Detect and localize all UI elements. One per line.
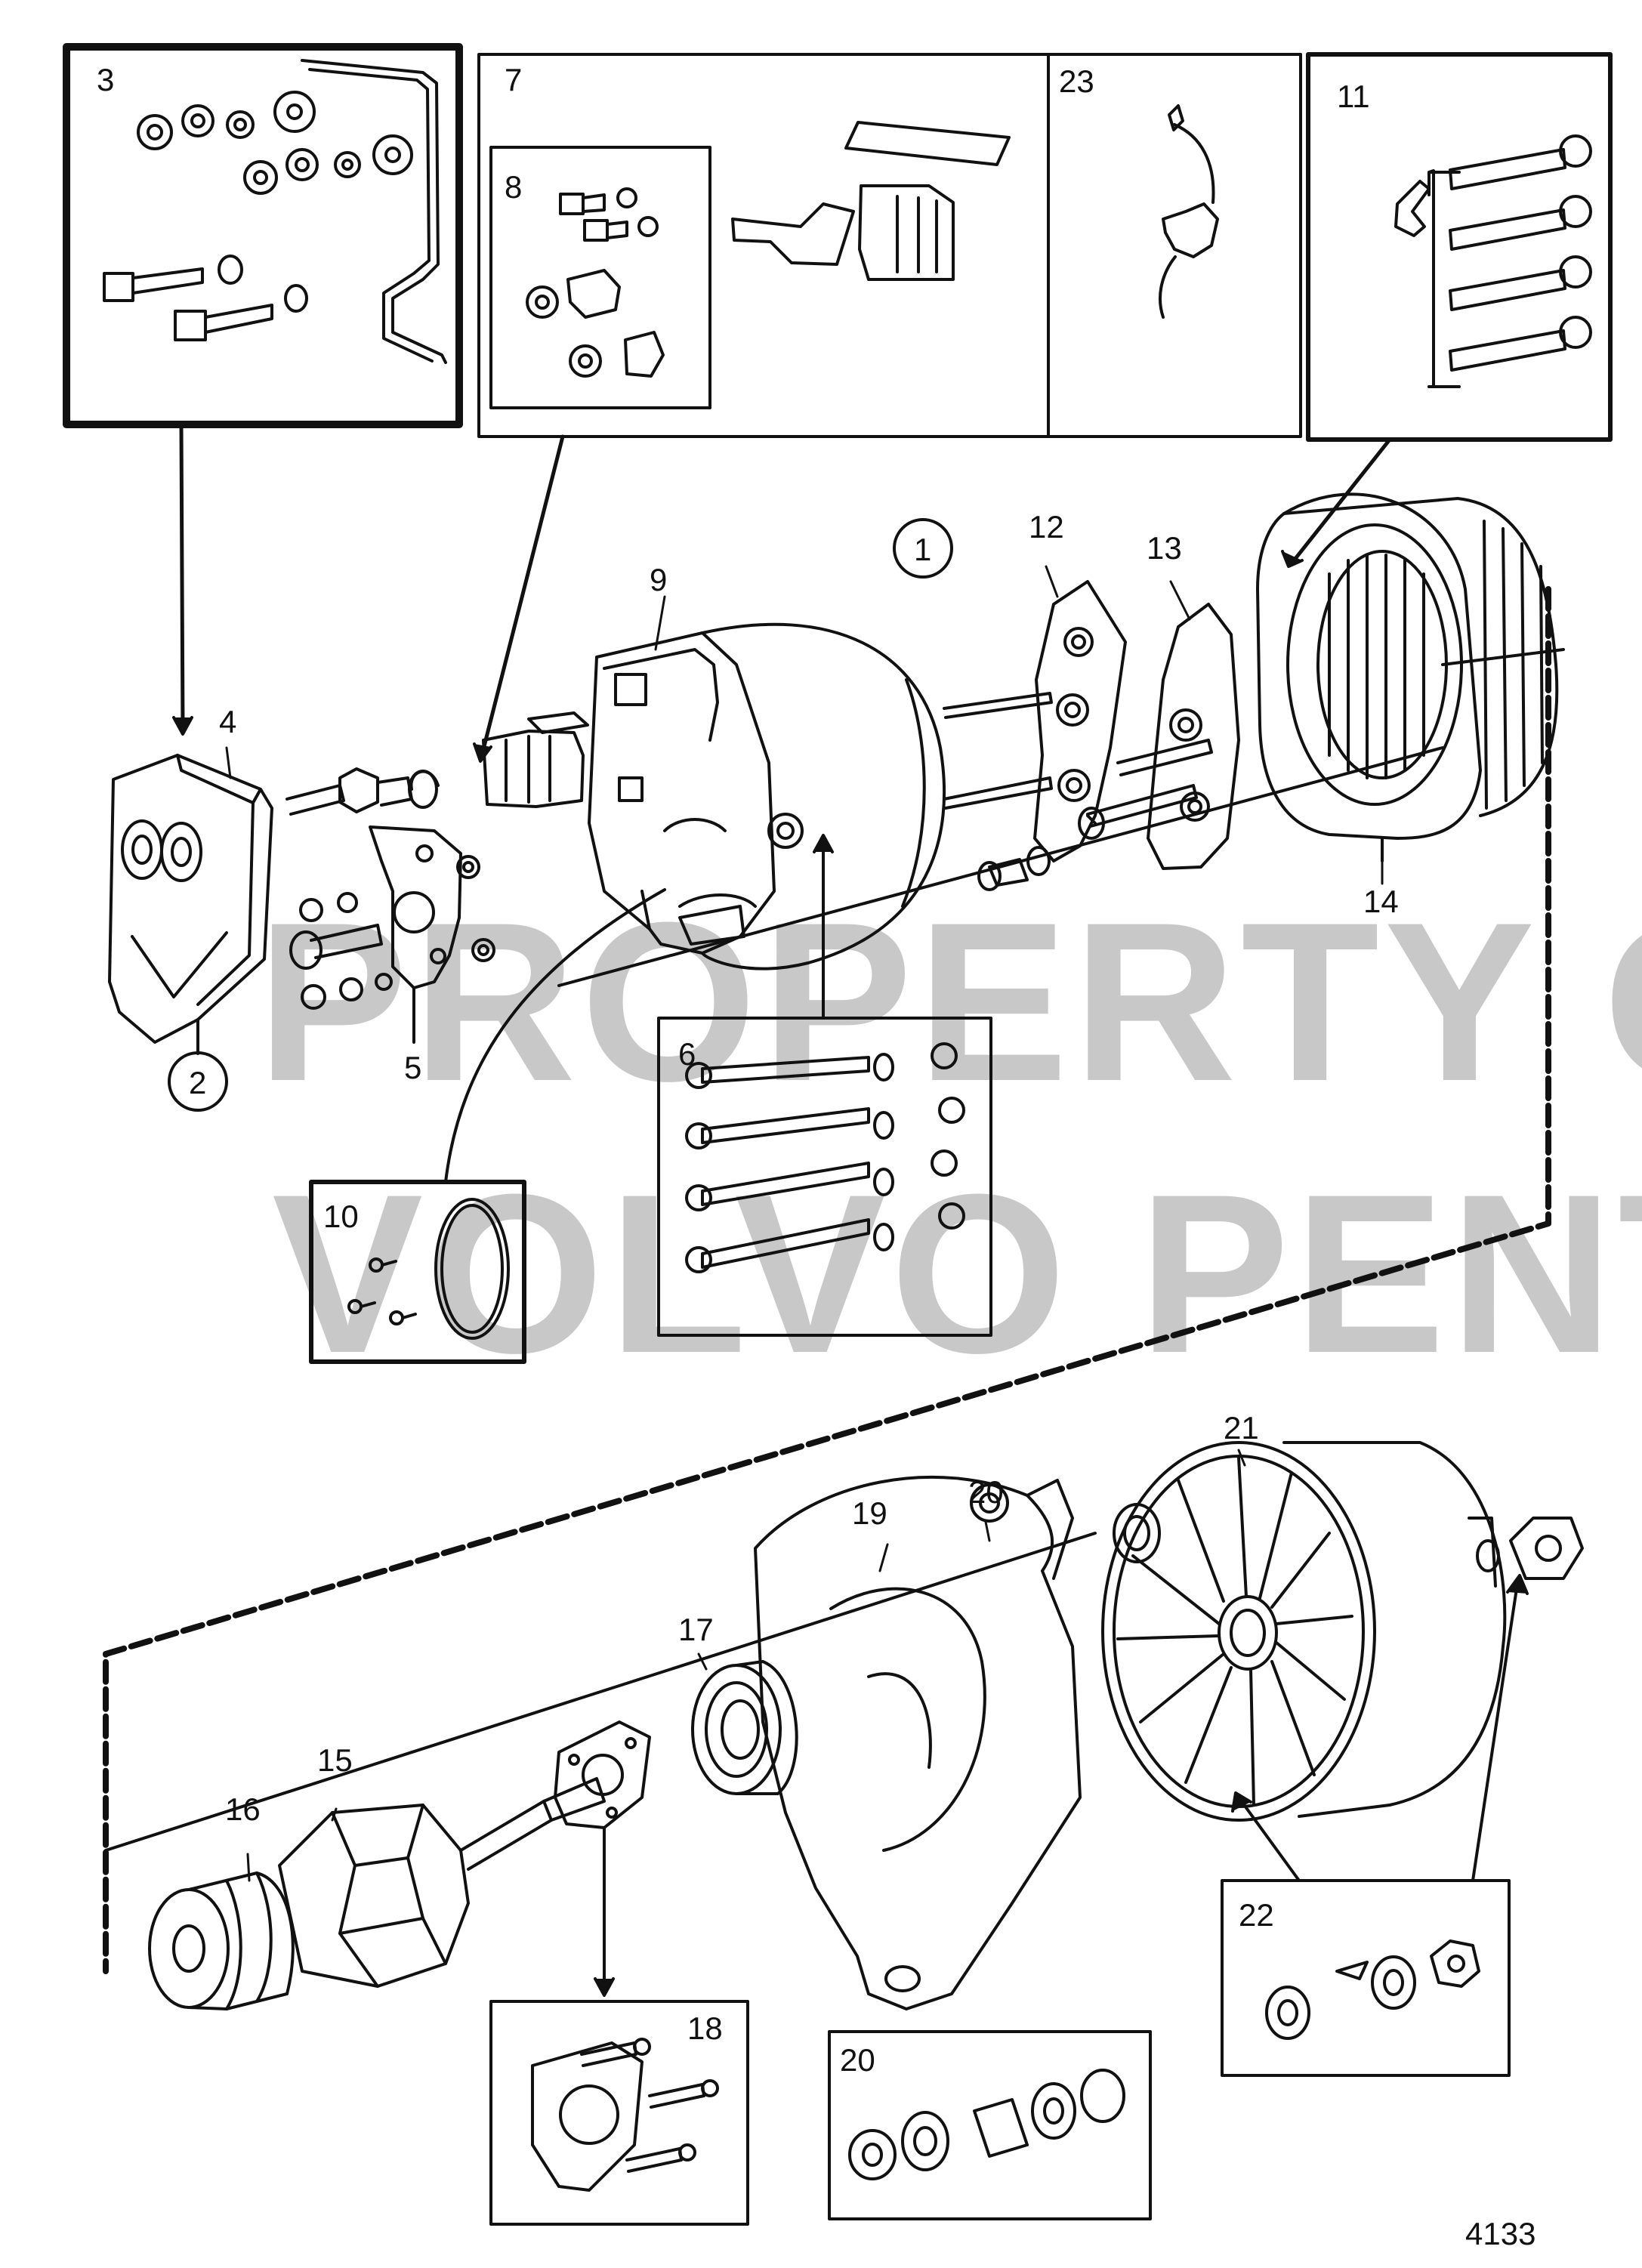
- callout-circle-1: [893, 518, 953, 579]
- label-8: 8: [505, 169, 522, 205]
- end-housing-9: [588, 622, 946, 970]
- center-shaft-line: [104, 746, 1444, 1852]
- label-16: 16: [225, 1791, 261, 1827]
- label-3: 3: [97, 62, 114, 97]
- inset-box-11: [1306, 52, 1613, 442]
- inset-box-6: [657, 834, 992, 1337]
- stator-bolts-and-spacer: [943, 692, 1053, 891]
- inset-box-10: [309, 888, 666, 1364]
- bearing-cover-18: [554, 1720, 651, 1997]
- inset-box-7: [477, 53, 1302, 438]
- leader-lines-top: [172, 422, 1392, 763]
- dashed-connector: [103, 586, 1551, 1974]
- inset-box-3: [63, 43, 463, 428]
- watermark-line-2: VOLVO PENTA: [272, 1146, 1642, 1400]
- label-22: 22: [1239, 1897, 1274, 1933]
- brush-holder-main: [482, 711, 589, 808]
- inset-box-22: [1221, 1574, 1529, 2077]
- rotor-15: [278, 1777, 606, 1988]
- drive-end-housing-19: [754, 1475, 1082, 2010]
- inset-box-23: [1159, 104, 1219, 319]
- label-11: 11: [1337, 79, 1370, 114]
- label-5: 5: [404, 1050, 421, 1085]
- label-7: 7: [505, 62, 522, 97]
- callout-circle-2: [168, 1051, 228, 1112]
- inset-box-18: [489, 2000, 749, 2226]
- watermark: PROPERTY OF VOLVO PENTA: [257, 875, 1642, 1400]
- washer-and-nut: [1113, 1503, 1584, 1580]
- label-12: 12: [1029, 509, 1064, 545]
- label-2: 2: [189, 1065, 206, 1100]
- inset-box-20: [828, 2030, 1152, 2220]
- label-1: 1: [914, 532, 931, 567]
- label-19: 19: [852, 1495, 887, 1531]
- label-15: 15: [317, 1742, 353, 1778]
- label-9: 9: [650, 562, 667, 597]
- rectifier-plate-5: [289, 825, 495, 1044]
- label-4: 4: [219, 704, 236, 739]
- watermark-line-1: PROPERTY OF: [257, 875, 1642, 1128]
- label-leaders: [225, 565, 1384, 1882]
- label-18: 18: [687, 2010, 723, 2046]
- label-6: 6: [678, 1036, 696, 1072]
- label-20-top: 20: [968, 1474, 1004, 1510]
- label-17: 17: [678, 1612, 714, 1647]
- figure-number: 4133: [1465, 2216, 1536, 2251]
- label-20-box: 20: [840, 2042, 875, 2078]
- label-21: 21: [1224, 1410, 1259, 1446]
- label-23: 23: [1059, 63, 1094, 99]
- diode-plate-13: [1078, 603, 1240, 870]
- part-labels: 3 7 8 23 11 1 12 13 9 4 14 2 5 6 10 21 2…: [97, 62, 1536, 2251]
- label-10: 10: [323, 1199, 359, 1234]
- label-13: 13: [1147, 530, 1182, 566]
- diode-plate-12: [1033, 580, 1127, 862]
- slip-ring-16: [148, 1871, 295, 2010]
- rear-cover-2-4: [108, 754, 273, 1055]
- fan-21: [1101, 1441, 1507, 1822]
- regulator-bolt-assembly: [285, 767, 440, 816]
- stator-14: [1256, 492, 1565, 862]
- label-14: 14: [1363, 884, 1399, 919]
- bearing-17: [691, 1660, 798, 1795]
